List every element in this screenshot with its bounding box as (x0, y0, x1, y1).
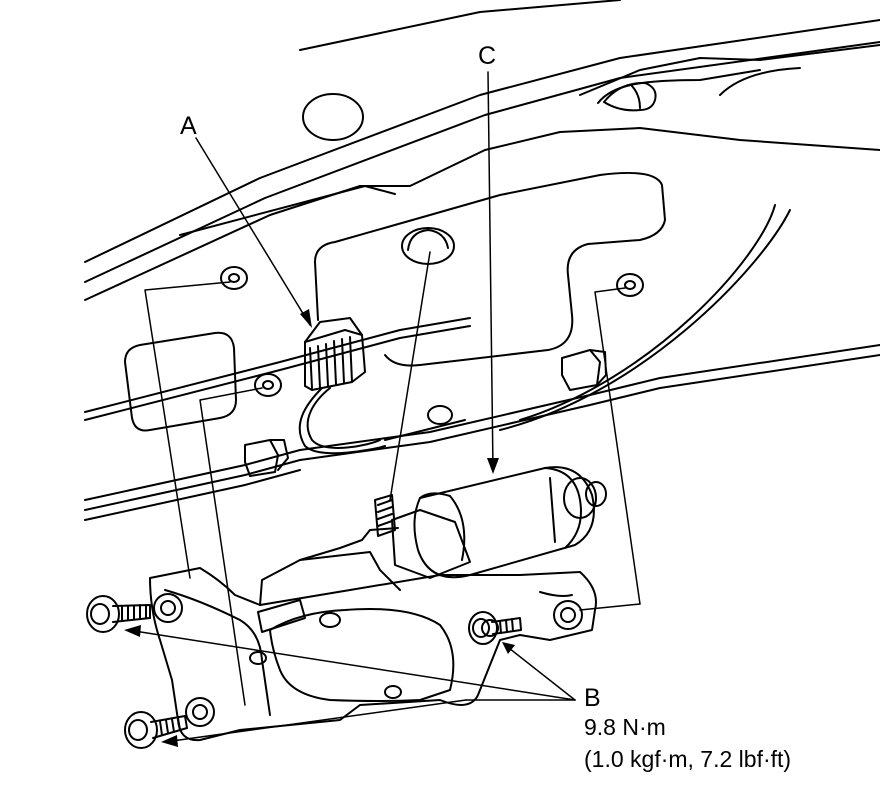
harness-connector-a (298, 317, 466, 455)
bolt-left-upper (86, 595, 151, 633)
callout-label-c: C (478, 42, 497, 70)
callout-label-a: A (180, 112, 197, 140)
bolt-left-lower (124, 711, 188, 749)
actuator-bracket (149, 551, 597, 742)
actuator-motor-c (299, 466, 607, 579)
arrowheads (124, 309, 515, 747)
torque-spec-imperial: (1.0 kgf·m, 7.2 lbf·ft) (584, 746, 792, 772)
cable-clips (244, 349, 607, 477)
leader-lines (127, 71, 576, 743)
callout-label-b: B (584, 684, 601, 712)
torque-spec-metric: 9.8 N·m (584, 714, 666, 740)
install-guide-lines (144, 251, 641, 706)
door-panel-outline (84, 0, 880, 521)
bolt-right (468, 611, 522, 645)
